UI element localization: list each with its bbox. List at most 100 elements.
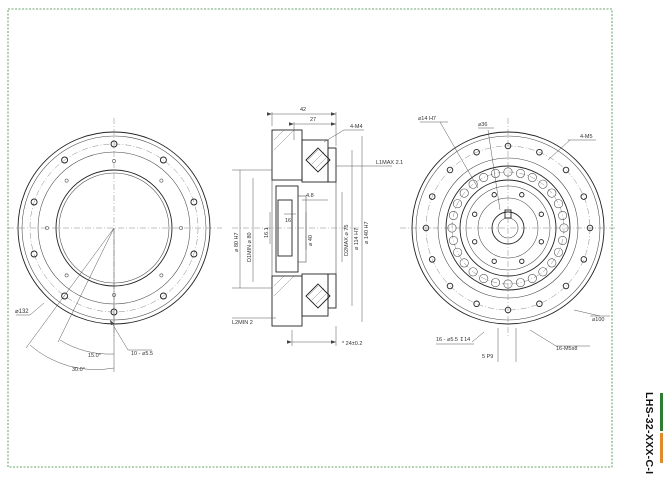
back-hole bbox=[428, 256, 436, 263]
back-roller bbox=[527, 274, 537, 283]
back-roller bbox=[453, 199, 462, 209]
back-cross-rollers bbox=[447, 167, 569, 289]
back-5p9-label: 5 P9 bbox=[482, 354, 493, 360]
front-small-hole bbox=[159, 178, 164, 183]
section-d16: 16 bbox=[285, 218, 291, 224]
back-roller bbox=[547, 188, 557, 198]
back-16m5-label: 16-M5x8 bbox=[556, 346, 577, 352]
back-roller bbox=[559, 223, 569, 233]
back-hole bbox=[504, 306, 512, 314]
section-dim-48: 4.8 bbox=[306, 193, 314, 199]
back-hole bbox=[536, 148, 543, 156]
back-hole bbox=[428, 193, 436, 200]
model-title: LHS-32-XXX-C-I bbox=[643, 392, 657, 474]
back-inner-hole bbox=[472, 239, 478, 245]
front-hole bbox=[190, 250, 198, 258]
back-inner-hole bbox=[491, 192, 497, 198]
back-roller bbox=[453, 247, 462, 257]
back-roller bbox=[547, 258, 557, 268]
section-d140h7: ⌀ 140 H7 bbox=[364, 221, 370, 244]
section-d40: ⌀ 40 bbox=[308, 235, 314, 246]
back-roller bbox=[516, 278, 525, 288]
front-small-hole bbox=[45, 226, 49, 230]
back-hole bbox=[473, 300, 480, 308]
front-dia-132-label: ⌀132 bbox=[15, 309, 29, 315]
front-hole bbox=[30, 250, 38, 258]
back-hole bbox=[536, 300, 543, 308]
drawing-border bbox=[7, 8, 613, 468]
back-d100-label: ⌀100 bbox=[592, 317, 605, 323]
back-d14h7-label: ⌀14 H7 bbox=[418, 116, 436, 122]
back-roller bbox=[459, 188, 469, 198]
back-inner-hole bbox=[519, 258, 525, 264]
back-view: ⌀14 H7 ⌀36 4-M5 16 - ⌀5.5 ↧14 5 P9 16-M5… bbox=[400, 116, 616, 362]
section-dim-27: 27 bbox=[310, 117, 316, 123]
front-small-hole bbox=[159, 273, 164, 278]
front-hole bbox=[159, 156, 167, 164]
front-hole bbox=[61, 292, 69, 300]
back-hole bbox=[446, 166, 454, 174]
back-inner-hole bbox=[519, 192, 525, 198]
section-l2min: L2MIN 2 bbox=[232, 320, 253, 326]
back-hole bbox=[586, 224, 594, 232]
back-hole bbox=[562, 282, 570, 290]
back-roller bbox=[479, 173, 489, 182]
back-roller bbox=[448, 211, 458, 220]
front-holes-label: 10 - ⌀5.5 bbox=[131, 351, 153, 357]
section-d1h7: ⌀ 80 H7 bbox=[234, 232, 240, 252]
back-roller bbox=[479, 274, 489, 283]
back-hole bbox=[562, 166, 570, 174]
front-angle-15-label: 15.0° bbox=[88, 353, 101, 359]
model-title-text: LHS-32-XXX-C-I bbox=[643, 392, 655, 475]
accent-bar-orange bbox=[660, 433, 663, 463]
section-d114h7: ⌀ 114 H7 bbox=[354, 228, 360, 250]
section-dim-42: 42 bbox=[300, 107, 306, 113]
back-hole bbox=[473, 148, 480, 156]
back-hole bbox=[580, 256, 588, 263]
back-d36-label: ⌀36 bbox=[478, 122, 487, 128]
front-hole bbox=[61, 156, 69, 164]
front-hole bbox=[159, 292, 167, 300]
back-roller bbox=[448, 236, 458, 245]
back-holes-label: 16 - ⌀5.5 ↧14 bbox=[436, 336, 470, 343]
back-roller bbox=[468, 179, 478, 189]
back-hole bbox=[504, 142, 512, 150]
back-hole bbox=[422, 224, 430, 232]
back-bolt-holes bbox=[422, 142, 594, 314]
front-angle-30-label: 30.0° bbox=[72, 367, 85, 373]
back-hole bbox=[446, 282, 454, 290]
back-roller bbox=[554, 199, 563, 209]
front-hole bbox=[30, 198, 38, 206]
back-inner-hole bbox=[491, 258, 497, 264]
back-thread-4m5: 4-M5 bbox=[580, 134, 593, 140]
section-d1min: D1MIN ⌀ 80 bbox=[247, 232, 253, 262]
front-small-hole bbox=[64, 178, 69, 183]
back-roller bbox=[554, 247, 563, 257]
section-view: 42 27 4-M4 L1MAX 2.1 4.8 ⌀ 80 H7 D1MIN ⌀… bbox=[232, 107, 403, 347]
back-roller bbox=[527, 173, 537, 182]
back-inner-hole bbox=[538, 239, 544, 245]
back-inner-hole bbox=[538, 211, 544, 217]
back-roller bbox=[503, 167, 513, 177]
front-small-hole bbox=[64, 273, 69, 278]
section-d2max: D2MAX ⌀ 75 bbox=[344, 225, 350, 256]
back-roller bbox=[447, 223, 457, 233]
back-roller bbox=[538, 179, 548, 189]
back-roller bbox=[459, 258, 469, 268]
front-view: ⌀132 15.0° 30.0° 10 - ⌀5.5 bbox=[8, 118, 222, 373]
front-small-hole bbox=[179, 226, 183, 230]
back-roller bbox=[468, 267, 478, 277]
front-small-hole bbox=[112, 159, 116, 163]
front-hole bbox=[190, 198, 198, 206]
back-inner-holes bbox=[472, 192, 544, 264]
back-inner-hole bbox=[472, 211, 478, 217]
section-d161: 16.1 bbox=[264, 227, 270, 238]
back-roller bbox=[538, 267, 548, 277]
back-roller bbox=[558, 236, 568, 245]
accent-bar-green bbox=[660, 393, 663, 431]
back-roller bbox=[491, 278, 500, 288]
section-thread-4m4: 4-M4 bbox=[350, 124, 363, 130]
back-roller bbox=[516, 168, 525, 178]
